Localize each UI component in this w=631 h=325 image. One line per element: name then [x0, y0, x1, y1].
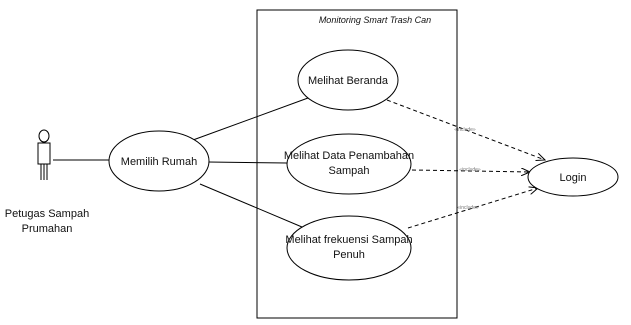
actor-figure [37, 129, 51, 180]
system-boundary [256, 9, 458, 319]
stereotype-frekuensi-login: «include» [457, 205, 479, 211]
usecase-melihat-beranda-label: Melihat Beranda [308, 75, 389, 87]
stereotype-data-login: «include» [459, 167, 481, 173]
usecase-melihat-beranda [297, 49, 399, 111]
actor-label-line2: Prumahan [22, 223, 73, 235]
association-rumah-frekuensi [199, 183, 303, 228]
include-data-login [411, 170, 530, 172]
association-rumah-beranda [192, 97, 309, 141]
usecase-login-label: Login [560, 172, 587, 184]
system-title: Monitoring Smart Trash Can [319, 15, 431, 25]
usecase-melihat-data-label-line1: Melihat Data Penambahan [284, 150, 414, 162]
usecase-melihat-frekuensi-label-line1: Melihat frekuensi Sampah [285, 234, 412, 246]
usecase-melihat-data-label-line2: Sampah [329, 165, 370, 177]
usecase-memilih-rumah [108, 130, 210, 192]
usecase-melihat-data-penambahan [286, 133, 412, 195]
usecase-memilih-rumah-label: Memilih Rumah [121, 156, 197, 168]
include-frekuensi-login [407, 188, 538, 229]
stereotype-beranda-login: «include» [454, 127, 476, 133]
usecase-melihat-frekuensi-label-line2: Penuh [333, 249, 365, 261]
usecase-melihat-frekuensi [286, 215, 412, 281]
usecase-login [527, 157, 619, 197]
actor-label-line1: Petugas Sampah [5, 208, 89, 220]
include-beranda-login [386, 99, 545, 160]
association-rumah-data [207, 161, 288, 164]
